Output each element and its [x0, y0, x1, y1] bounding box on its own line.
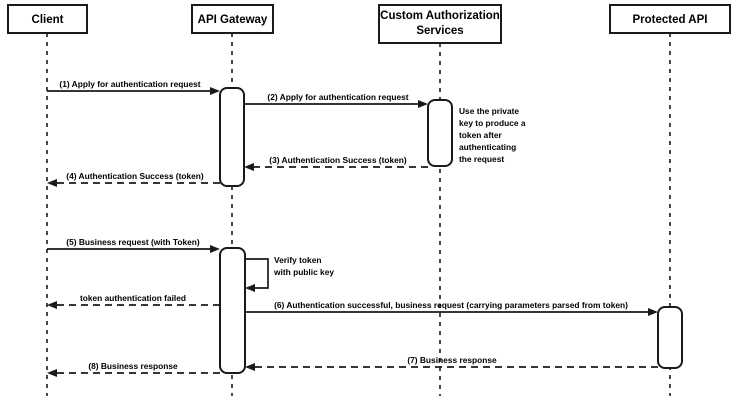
message-5[interactable]: (5) Business request (with Token) — [47, 237, 220, 253]
self-message-verify-token-label-line1: Verify token — [274, 255, 321, 265]
message-4[interactable]: (4) Authentication Success (token) — [47, 171, 220, 187]
message-8[interactable]: (8) Business response — [47, 361, 220, 377]
message-3-arrowhead — [244, 163, 254, 171]
participant-box-custom-auth[interactable] — [378, 4, 502, 44]
participant-label-api-gateway: API Gateway — [198, 14, 268, 26]
activation-bar-custom-auth — [427, 99, 453, 167]
message-6[interactable]: (6) Authentication successful, business … — [245, 300, 658, 316]
participant-header-client[interactable]: Client — [7, 4, 88, 34]
message-1-label: (1) Apply for authentication request — [59, 79, 200, 89]
message-5-label: (5) Business request (with Token) — [66, 237, 200, 247]
message-2[interactable]: (2) Apply for authentication request — [244, 92, 428, 108]
message-8-label: (8) Business response — [88, 361, 178, 371]
message-4-arrowhead — [47, 179, 57, 187]
message-6-arrowhead — [648, 308, 658, 316]
message-1-arrowhead — [210, 87, 220, 95]
message-token-authentication-failed[interactable]: token authentication failed — [47, 293, 220, 309]
message-3[interactable]: (3) Authentication Success (token) — [244, 155, 428, 171]
message-token-authentication-failed-arrowhead — [47, 301, 57, 309]
activation-bar-protected-api — [657, 306, 683, 369]
message-5-arrowhead — [210, 245, 220, 253]
participant-label-custom-auth-line2: Services — [416, 25, 463, 37]
activation-bar-gateway-auth — [219, 87, 245, 187]
message-4-label: (4) Authentication Success (token) — [66, 171, 204, 181]
message-2-label: (2) Apply for authentication request — [267, 92, 408, 102]
message-2-arrowhead — [418, 100, 428, 108]
participant-box-api-gateway[interactable] — [191, 4, 274, 34]
message-7-arrowhead — [245, 363, 255, 371]
activation-bar-gateway-business — [219, 247, 246, 374]
participant-box-protected-api[interactable] — [609, 4, 731, 34]
participant-header-api-gateway[interactable]: API Gateway — [191, 4, 274, 34]
message-7[interactable]: (7) Business response — [245, 355, 658, 371]
self-message-verify-token-arrowhead — [245, 284, 255, 292]
self-message-verify-token-path — [245, 258, 269, 289]
note-private-key-line-5: the request — [459, 154, 504, 164]
participant-header-custom-auth[interactable]: Custom Authorization Services — [378, 4, 502, 44]
message-8-arrowhead — [47, 369, 57, 377]
participant-label-client: Client — [32, 14, 64, 26]
message-7-label: (7) Business response — [407, 355, 497, 365]
participant-box-client[interactable] — [7, 4, 88, 34]
message-1[interactable]: (1) Apply for authentication request — [47, 79, 220, 95]
participant-header-protected-api[interactable]: Protected API — [609, 4, 731, 34]
self-message-verify-token[interactable]: Verify token with public key — [245, 255, 334, 292]
message-3-label: (3) Authentication Success (token) — [269, 155, 407, 165]
message-token-authentication-failed-label: token authentication failed — [80, 293, 186, 303]
self-message-verify-token-label-line2: with public key — [273, 267, 334, 277]
note-private-key-line-2: key to produce a — [459, 118, 526, 128]
participant-label-protected-api: Protected API — [633, 14, 708, 26]
participant-label-custom-auth-line1: Custom Authorization — [380, 10, 500, 22]
note-private-key-line-3: token after — [459, 130, 503, 140]
note-private-key-line-4: authenticating — [459, 142, 516, 152]
lifeline-lines — [46, 33, 671, 396]
note-private-key: Use the private key to produce a token a… — [459, 106, 526, 164]
message-6-label: (6) Authentication successful, business … — [274, 300, 628, 310]
note-private-key-line-1: Use the private — [459, 106, 519, 116]
